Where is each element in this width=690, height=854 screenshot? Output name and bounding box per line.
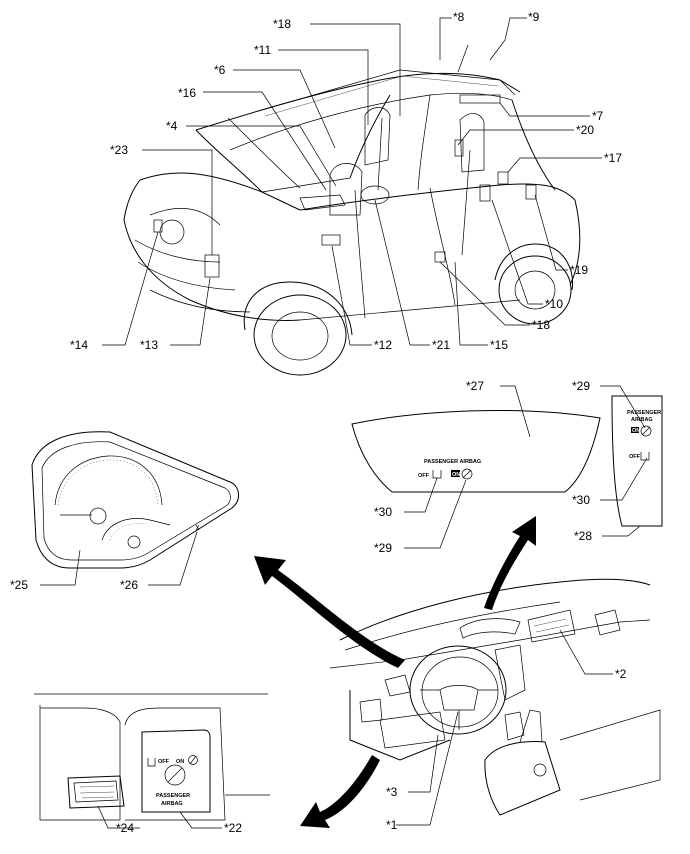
switch-passenger-text: PASSENGER [156,793,190,799]
switch-airbag-symbol-icon [188,755,198,765]
panel-passenger-airbag-text: PASSENGER AIRBAG [424,459,481,465]
callout-28: *28 [574,529,592,543]
callout-29-panel: *29 [374,541,392,555]
direction-arrows [254,516,536,828]
switch-on-text: ON [176,759,184,765]
callout-24: *24 [116,821,134,835]
callout-8: *8 [453,10,465,24]
callout-30-panel: *30 [374,505,392,519]
combination-meter [31,431,239,569]
switch-off-seat-icon [147,758,156,767]
callout-1: *1 [386,818,398,832]
callout-29-side: *29 [572,379,590,393]
dlc3-connector [67,775,125,809]
callout-2: *2 [615,667,627,681]
callout-19: *19 [570,263,588,277]
side-passenger-text: PASSENGER [627,410,661,416]
side-on-box-icon [631,427,639,433]
callout-25: *25 [10,578,28,592]
callout-26: *26 [120,578,138,592]
callout-22: *22 [224,821,242,835]
callout-17: *17 [604,151,622,165]
callout-30-side: *30 [572,493,590,507]
meter-leader-lines [40,531,198,586]
callout-6: *6 [214,63,226,77]
callout-13: *13 [140,338,158,352]
panel-airbag-symbol-icon [461,468,473,480]
panel-leader-lines [404,385,648,549]
dashboard-leader-lines [396,629,613,826]
side-on-text: ON [632,428,640,434]
callout-10: *10 [545,297,563,311]
callout-18-top: *18 [273,17,291,31]
inset-leader-lines [97,805,222,829]
arrow-to-switch [300,755,380,828]
passenger-airbag-indicator-panel: PASSENGER AIRBAG OFF ON [351,409,601,493]
callout-20: *20 [576,123,594,137]
passenger-airbag-module [527,609,576,643]
tachometer-hub [127,535,141,549]
callout-3: *3 [386,785,398,799]
top-leader-lines [102,17,602,346]
callout-9: *9 [528,10,540,24]
callout-labels: *18 *8 *9 *11 *6 *16 *7 *4 *20 *23 *17 *… [10,10,627,835]
side-off-text: OFF [629,454,641,460]
callout-21: *21 [432,338,450,352]
callout-18-bottom: *18 [532,318,550,332]
switch-off-text: OFF [158,759,170,765]
callout-4: *4 [166,119,178,133]
panel-off-text: OFF [418,473,430,479]
switch-airbag-text: AIRBAG [161,801,183,807]
side-airbag-symbol-icon [640,425,652,437]
side-off-seat-icon [640,452,650,461]
callout-16: *16 [178,86,196,100]
callout-23: *23 [110,143,128,157]
callout-14: *14 [70,338,88,352]
callout-27: *27 [466,379,484,393]
speedometer-hub [89,507,107,525]
airbag-cutoff-switch-panel [141,729,211,813]
panel-on-text: ON [452,472,460,478]
knee-airbag-cover [379,711,446,749]
airbag-warning-light-icon [195,524,200,531]
panel-off-seat-icon [432,470,442,479]
callout-7: *7 [592,109,604,123]
dashboard-illustration [329,578,661,816]
steering-wheel [409,645,507,735]
panel-on-box-icon [451,470,460,477]
callout-12: *12 [374,338,392,352]
switch-inset: OFF ON PASSENGER AIRBAG [34,693,270,821]
callout-11: *11 [254,43,271,57]
key-cylinder [164,764,186,786]
arrow-to-panel [484,516,536,610]
car-illustration [123,44,581,376]
side-airbag-panel: PASSENGER AIRBAG ON OFF [611,395,663,527]
side-airbag-text: AIRBAG [631,417,653,423]
arrow-to-meter [254,556,405,668]
callout-15: *15 [490,338,508,352]
